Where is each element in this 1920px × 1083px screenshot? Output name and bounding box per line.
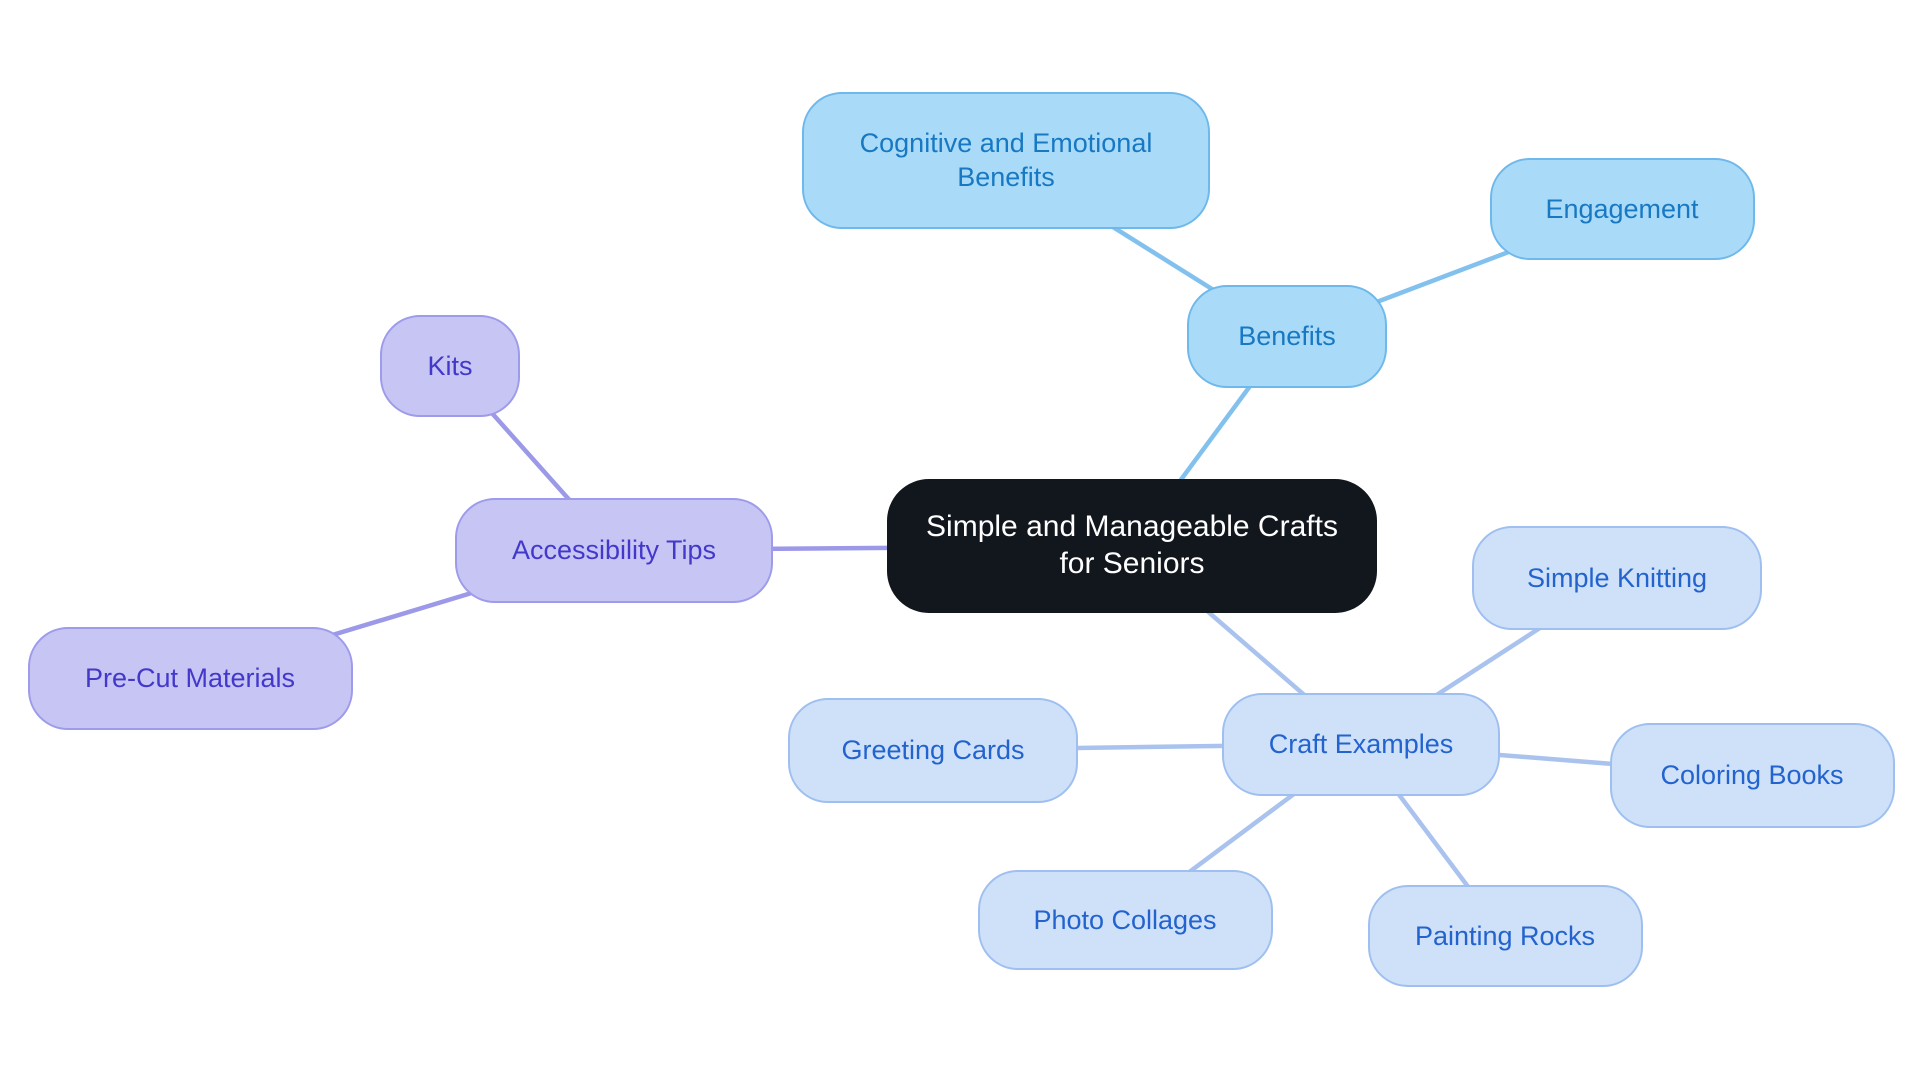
node-craft[interactable]: Craft Examples bbox=[1222, 692, 1500, 796]
node-label-cognitive: Cognitive and Emotional Benefits bbox=[859, 127, 1153, 192]
node-benefits[interactable]: Benefits bbox=[1187, 284, 1387, 388]
node-central[interactable]: Simple and Manageable Crafts for Seniors bbox=[887, 479, 1377, 613]
node-label-painting: Painting Rocks bbox=[1414, 920, 1596, 951]
node-label-knitting: Simple Knitting bbox=[1526, 562, 1708, 593]
node-kits[interactable]: Kits bbox=[380, 315, 520, 417]
node-label-coloring: Coloring Books bbox=[1660, 759, 1844, 790]
node-label-benefits: Benefits bbox=[1238, 320, 1336, 351]
node-label-accessibility: Accessibility Tips bbox=[511, 534, 717, 565]
node-accessibility[interactable]: Accessibility Tips bbox=[455, 497, 773, 603]
node-engagement[interactable]: Engagement bbox=[1489, 158, 1755, 260]
node-knitting[interactable]: Simple Knitting bbox=[1472, 526, 1762, 630]
node-cognitive[interactable]: Cognitive and Emotional Benefits bbox=[802, 91, 1210, 229]
node-label-craft: Craft Examples bbox=[1268, 728, 1454, 759]
node-photo[interactable]: Photo Collages bbox=[977, 870, 1273, 970]
node-precut[interactable]: Pre-Cut Materials bbox=[27, 626, 353, 730]
node-label-greeting: Greeting Cards bbox=[841, 734, 1025, 765]
node-label-kits: Kits bbox=[427, 350, 473, 381]
node-label-engagement: Engagement bbox=[1545, 193, 1699, 224]
node-greeting[interactable]: Greeting Cards bbox=[788, 697, 1078, 803]
node-label-precut: Pre-Cut Materials bbox=[84, 662, 296, 693]
node-label-photo: Photo Collages bbox=[1033, 904, 1217, 935]
node-painting[interactable]: Painting Rocks bbox=[1367, 885, 1643, 987]
node-coloring[interactable]: Coloring Books bbox=[1609, 722, 1895, 828]
node-label-central: Simple and Manageable Crafts for Seniors bbox=[926, 510, 1338, 580]
